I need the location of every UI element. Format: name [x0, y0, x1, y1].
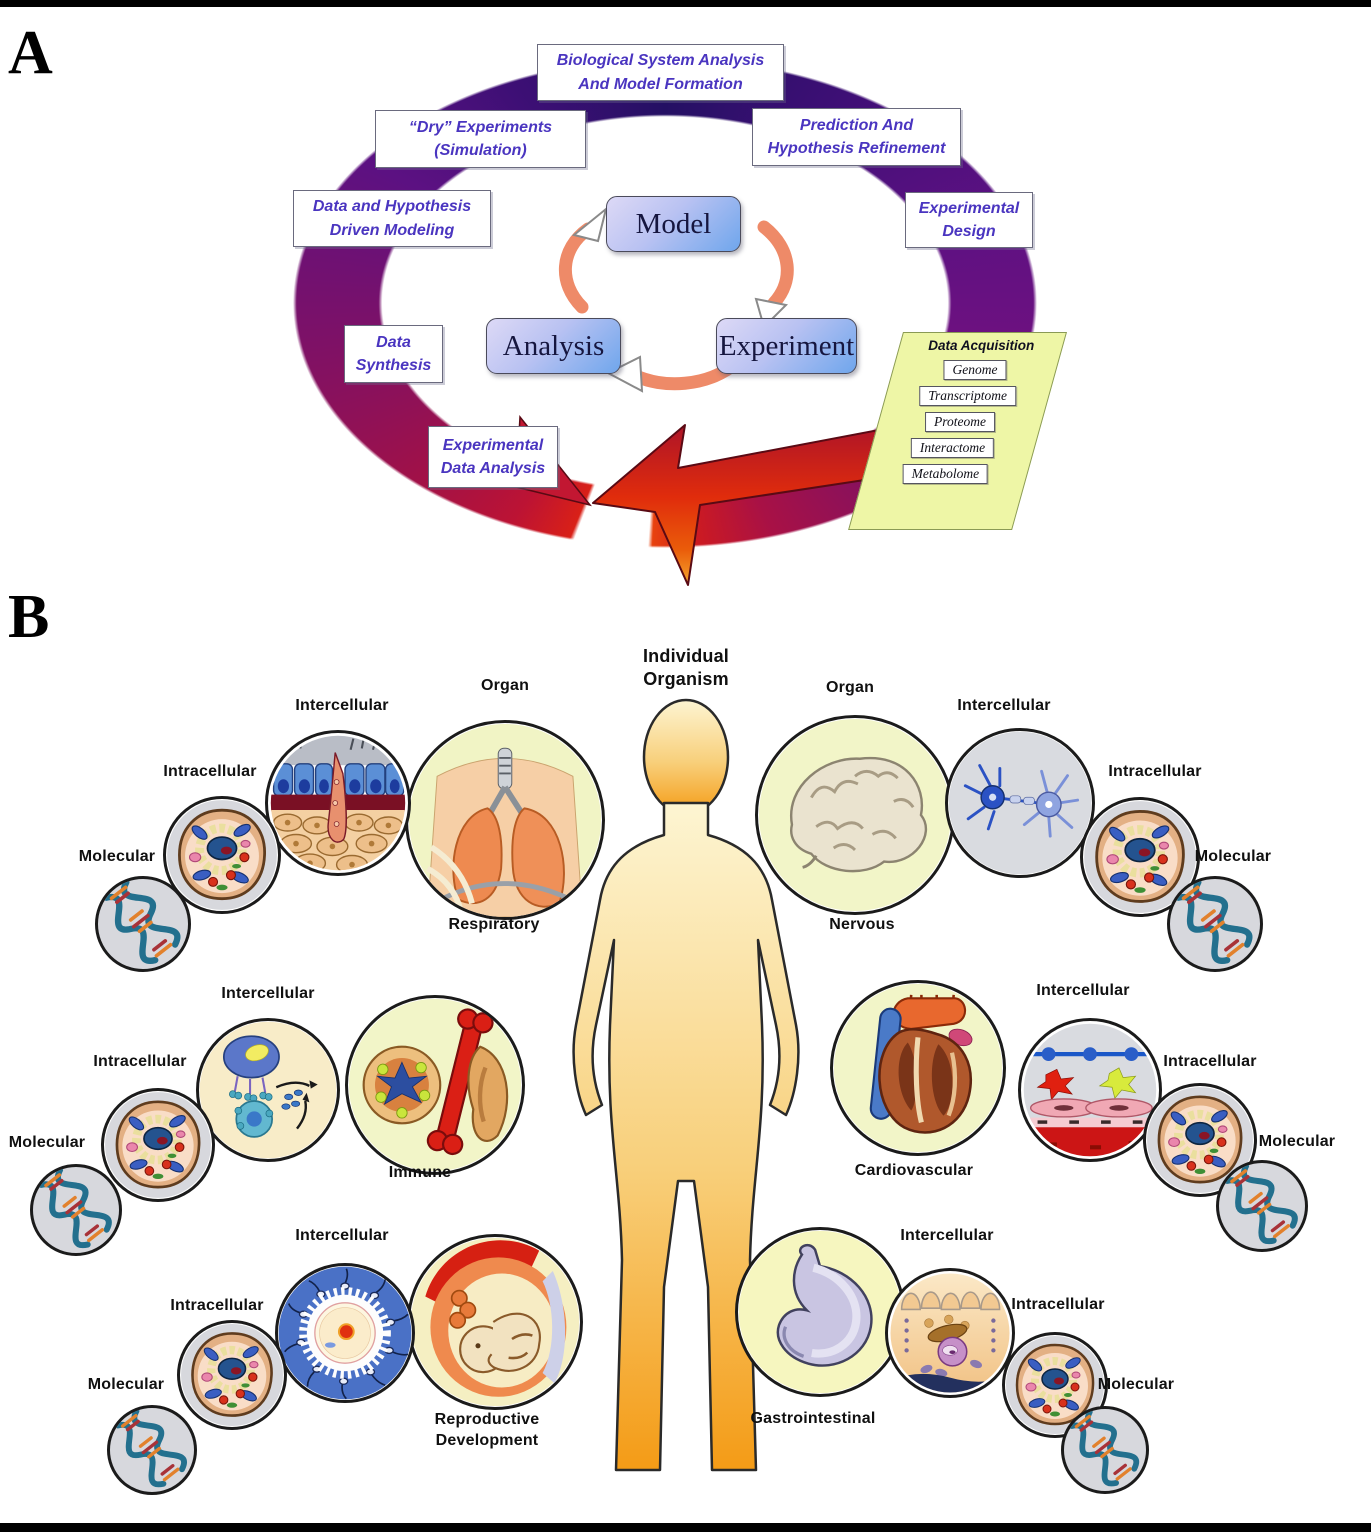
intracellular-label: Intracellular: [1011, 1296, 1105, 1313]
analysis-node: Analysis: [486, 318, 621, 374]
molecular-label: Molecular: [1194, 848, 1272, 865]
dna-icon: [1216, 1160, 1308, 1252]
panel-a-label: A: [8, 19, 53, 87]
blood-vessel-icon: [1018, 1018, 1162, 1162]
heart-icon: [830, 980, 1006, 1156]
model-to-experiment-arrow-icon: [754, 220, 794, 329]
cell-icon: [163, 796, 281, 914]
panel-b-label: B: [8, 583, 50, 651]
molecular-label: Molecular: [1258, 1133, 1336, 1150]
intercellular-label: Intercellular: [900, 1227, 994, 1244]
data-acquisition-item-genome: Genome: [942, 360, 1006, 380]
data-acquisition-item-metabolome: Metabolome: [902, 464, 989, 484]
dna-icon: [30, 1164, 122, 1256]
intracellular-label: Intracellular: [1163, 1053, 1257, 1070]
lungs-icon: [405, 720, 605, 920]
system-name-reproductive-development: Reproductive Development: [434, 1411, 540, 1449]
intercellular-label: Intercellular: [295, 1227, 389, 1244]
molecular-label: Molecular: [87, 1376, 165, 1393]
intracellular-label: Intracellular: [93, 1053, 187, 1070]
system-name-gastrointestinal: Gastrointestinal: [750, 1410, 876, 1427]
organ-label: Organ: [480, 677, 530, 694]
analysis-to-model-arrow-icon: [558, 206, 608, 314]
data-acquisition-item-transcriptome: Transcriptome: [918, 386, 1016, 406]
intracellular-label: Intracellular: [163, 763, 257, 780]
model-node: Model: [606, 196, 741, 252]
neurons-icon: [945, 728, 1095, 878]
system-name-immune: Immune: [388, 1164, 452, 1181]
label-box-experimental-design: Experimental Design: [905, 192, 1033, 248]
egg-fertilization-icon: [275, 1263, 415, 1403]
system-name-respiratory: Respiratory: [448, 916, 540, 933]
cell-icon: [177, 1320, 287, 1430]
label-box-experimental-data-analysis: Experimental Data Analysis: [428, 426, 558, 488]
intercellular-label: Intercellular: [1036, 982, 1130, 999]
top-rule: [0, 0, 1371, 7]
fetus-icon: [407, 1234, 583, 1410]
intercellular-label: Intercellular: [957, 697, 1051, 714]
label-box-biological-system-analysis: Biological System Analysis And Model For…: [537, 44, 784, 101]
stomach-icon: [735, 1227, 905, 1397]
intracellular-label: Intracellular: [1108, 763, 1202, 780]
data-acquisition-item-interactome: Interactome: [911, 438, 995, 458]
cell-icon: [101, 1088, 215, 1202]
system-name-cardiovascular: Cardiovascular: [854, 1162, 974, 1179]
dna-icon: [95, 876, 191, 972]
individual-organism-label: Individual Organism: [642, 646, 729, 690]
data-acquisition-title: Data Acquisition: [928, 338, 1035, 353]
system-name-nervous: Nervous: [829, 916, 895, 933]
molecular-label: Molecular: [1097, 1376, 1175, 1393]
label-box-data-synthesis: Data Synthesis: [344, 325, 443, 383]
dna-icon: [1167, 876, 1263, 972]
organ-label: Organ: [825, 679, 875, 696]
bottom-rule: [0, 1523, 1371, 1532]
immune-organ-icon: [345, 995, 525, 1175]
intercellular-label: Intercellular: [221, 985, 315, 1002]
respiratory-tissue-icon: [265, 730, 411, 876]
intracellular-label: Intracellular: [170, 1297, 264, 1314]
experiment-node: Experiment: [716, 318, 857, 374]
gut-epithelium-icon: [885, 1268, 1015, 1398]
label-box-data-hypothesis-modeling: Data and Hypothesis Driven Modeling: [293, 190, 491, 247]
data-acquisition-item-proteome: Proteome: [925, 412, 996, 432]
immune-cells-icon: [196, 1018, 340, 1162]
label-box-dry-experiments: “Dry” Experiments (Simulation): [375, 110, 586, 168]
molecular-label: Molecular: [78, 848, 156, 865]
intercellular-label: Intercellular: [295, 697, 389, 714]
dna-icon: [1061, 1406, 1149, 1494]
dna-icon: [107, 1405, 197, 1495]
brain-icon: [755, 715, 955, 915]
molecular-label: Molecular: [8, 1134, 86, 1151]
label-box-prediction-hypothesis: Prediction And Hypothesis Refinement: [752, 108, 961, 166]
